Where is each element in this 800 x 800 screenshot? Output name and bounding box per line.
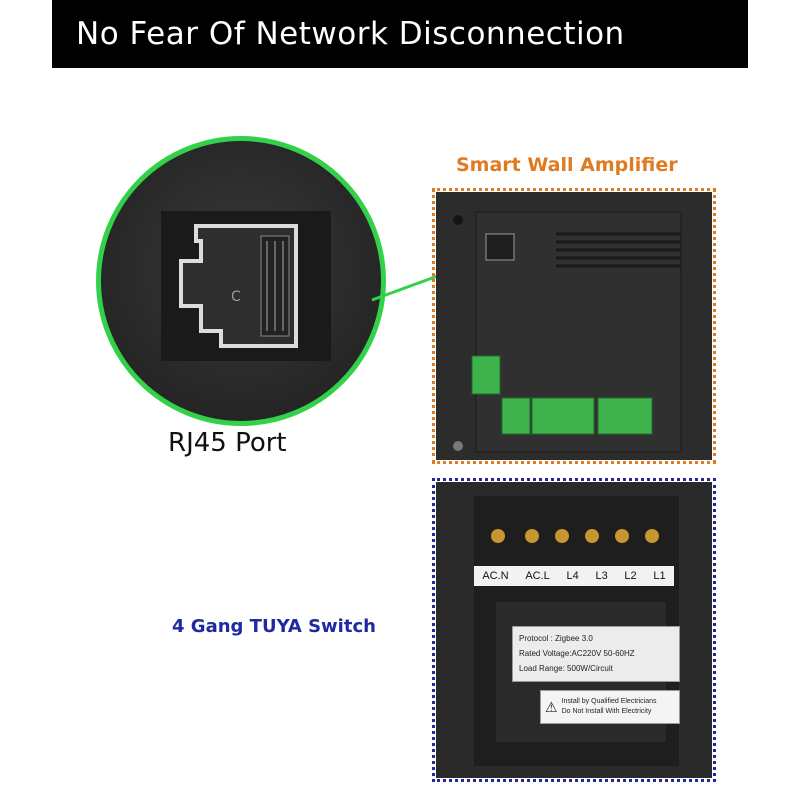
terminal-acl: AC.L: [525, 570, 550, 582]
rj45-zoom-circle: C: [96, 136, 386, 426]
rj45-port-label: RJ45 Port: [168, 428, 287, 458]
switch-title: 4 Gang TUYA Switch: [172, 616, 376, 637]
warning-line-2: Do Not Install With Electricity: [561, 708, 652, 715]
terminal-l2: L2: [624, 570, 637, 582]
terminal-labels: AC.N AC.L L4 L3 L2 L1: [474, 566, 674, 586]
terminal-l3: L3: [595, 570, 608, 582]
warning-line-1: Install by Qualified Electricians: [561, 698, 657, 705]
spec-load: Load Range: 500W/Circuit: [519, 664, 613, 673]
warning-icon: ⚠: [545, 698, 558, 715]
amplifier-title: Smart Wall Amplifier: [456, 154, 678, 176]
warning-label: ⚠ Install by Qualified Electricians Do N…: [540, 690, 680, 724]
terminal-l4: L4: [566, 570, 579, 582]
spec-voltage: Rated Voltage:AC220V 50-60HZ: [519, 649, 635, 658]
banner-text: No Fear Of Network Disconnection: [76, 16, 625, 52]
spec-label: Protocol : Zigbee 3.0 Rated Voltage:AC22…: [512, 626, 680, 682]
amplifier-device: [436, 192, 712, 460]
amplifier-outline: [432, 188, 716, 464]
rj45-port-closeup: C: [161, 211, 331, 361]
svg-text:C: C: [231, 289, 241, 305]
switch-outline: [432, 478, 716, 782]
terminal-l1: L1: [653, 570, 666, 582]
spec-protocol: Protocol : Zigbee 3.0: [519, 634, 593, 643]
top-banner: No Fear Of Network Disconnection: [52, 0, 748, 68]
terminal-acn: AC.N: [482, 570, 509, 582]
